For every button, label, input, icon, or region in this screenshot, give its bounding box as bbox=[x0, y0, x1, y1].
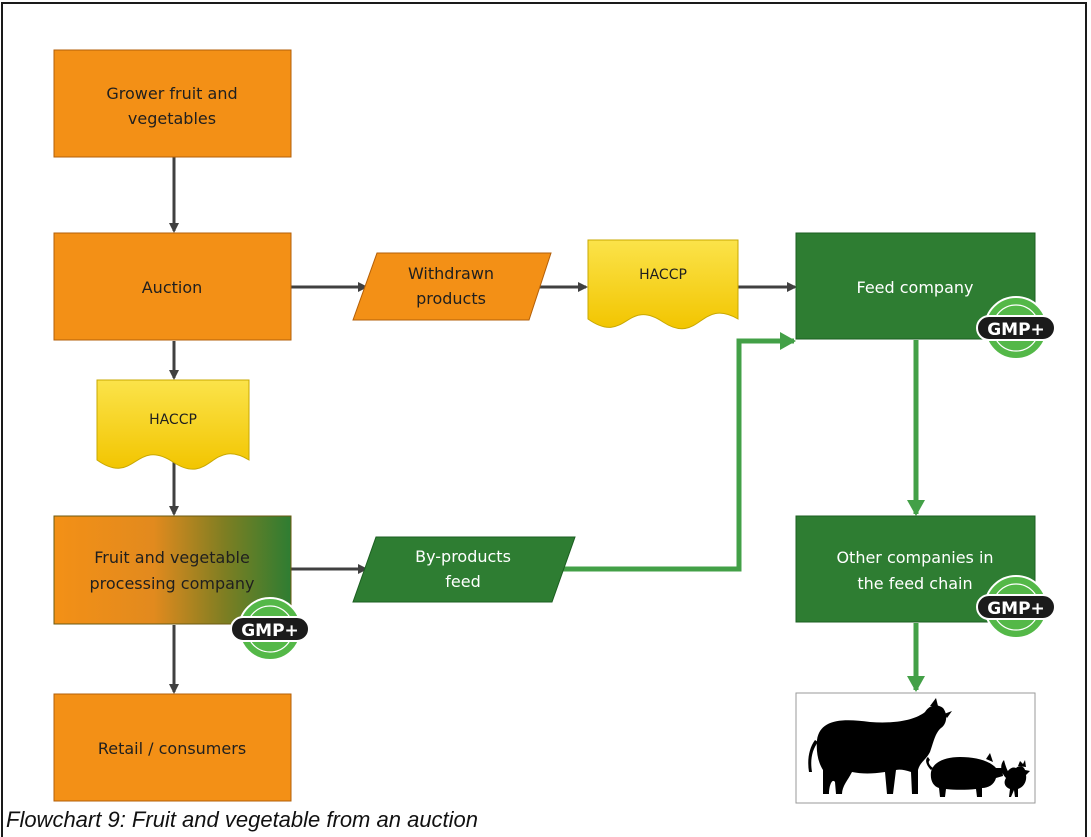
gmp-badge-other-companies: GMP+ bbox=[976, 575, 1056, 639]
grower-box: Grower fruit and vegetables bbox=[53, 49, 292, 158]
feed-company-label: Feed company bbox=[857, 278, 974, 297]
byproducts-label-line1: By-products bbox=[415, 547, 511, 566]
rooster-icon bbox=[1001, 760, 1030, 797]
dark-connectors bbox=[169, 157, 797, 694]
haccp-auction-label: HACCP bbox=[149, 412, 197, 428]
byproducts-label-line2: feed bbox=[445, 572, 480, 591]
cow-icon bbox=[808, 698, 952, 794]
arrow-byproducts-feed bbox=[557, 332, 796, 572]
other-companies-label-line1: Other companies in bbox=[836, 548, 993, 567]
retail-label: Retail / consumers bbox=[98, 739, 246, 758]
haccp-withdrawn-label: HACCP bbox=[639, 267, 687, 283]
haccp-withdrawn-document: HACCP bbox=[587, 239, 739, 330]
withdrawn-label-line2: products bbox=[416, 289, 486, 308]
withdrawn-products-shape: Withdrawn products bbox=[352, 252, 552, 321]
grower-label-line1: Grower fruit and bbox=[106, 84, 237, 103]
gmp-badge-processing: GMP+ bbox=[230, 597, 310, 661]
other-companies-label-line2: the feed chain bbox=[857, 574, 972, 593]
byproducts-feed-shape: By-products feed bbox=[352, 536, 576, 603]
auction-box: Auction bbox=[53, 232, 292, 341]
retail-box: Retail / consumers bbox=[53, 693, 292, 802]
animals-panel bbox=[795, 692, 1036, 804]
grower-label-line2: vegetables bbox=[128, 109, 216, 128]
processing-label-line1: Fruit and vegetable bbox=[94, 548, 250, 567]
withdrawn-label-line1: Withdrawn bbox=[408, 264, 494, 283]
flowchart-caption: Flowchart 9: Fruit and vegetable from an… bbox=[6, 807, 479, 832]
processing-label-line2: processing company bbox=[89, 574, 254, 593]
gmp-badge-text: GMP+ bbox=[241, 621, 299, 641]
green-connectors bbox=[557, 332, 925, 692]
gmp-badge-text: GMP+ bbox=[987, 320, 1045, 340]
gmp-badge-text: GMP+ bbox=[987, 599, 1045, 619]
pig-icon bbox=[926, 753, 1003, 797]
gmp-badge-feed-company: GMP+ bbox=[976, 296, 1056, 360]
flowchart: Grower fruit and vegetables Auction HACC… bbox=[53, 49, 1056, 804]
auction-label: Auction bbox=[142, 278, 203, 297]
haccp-auction-document: HACCP bbox=[96, 379, 250, 470]
other-companies-box: Other companies in the feed chain bbox=[795, 515, 1036, 623]
